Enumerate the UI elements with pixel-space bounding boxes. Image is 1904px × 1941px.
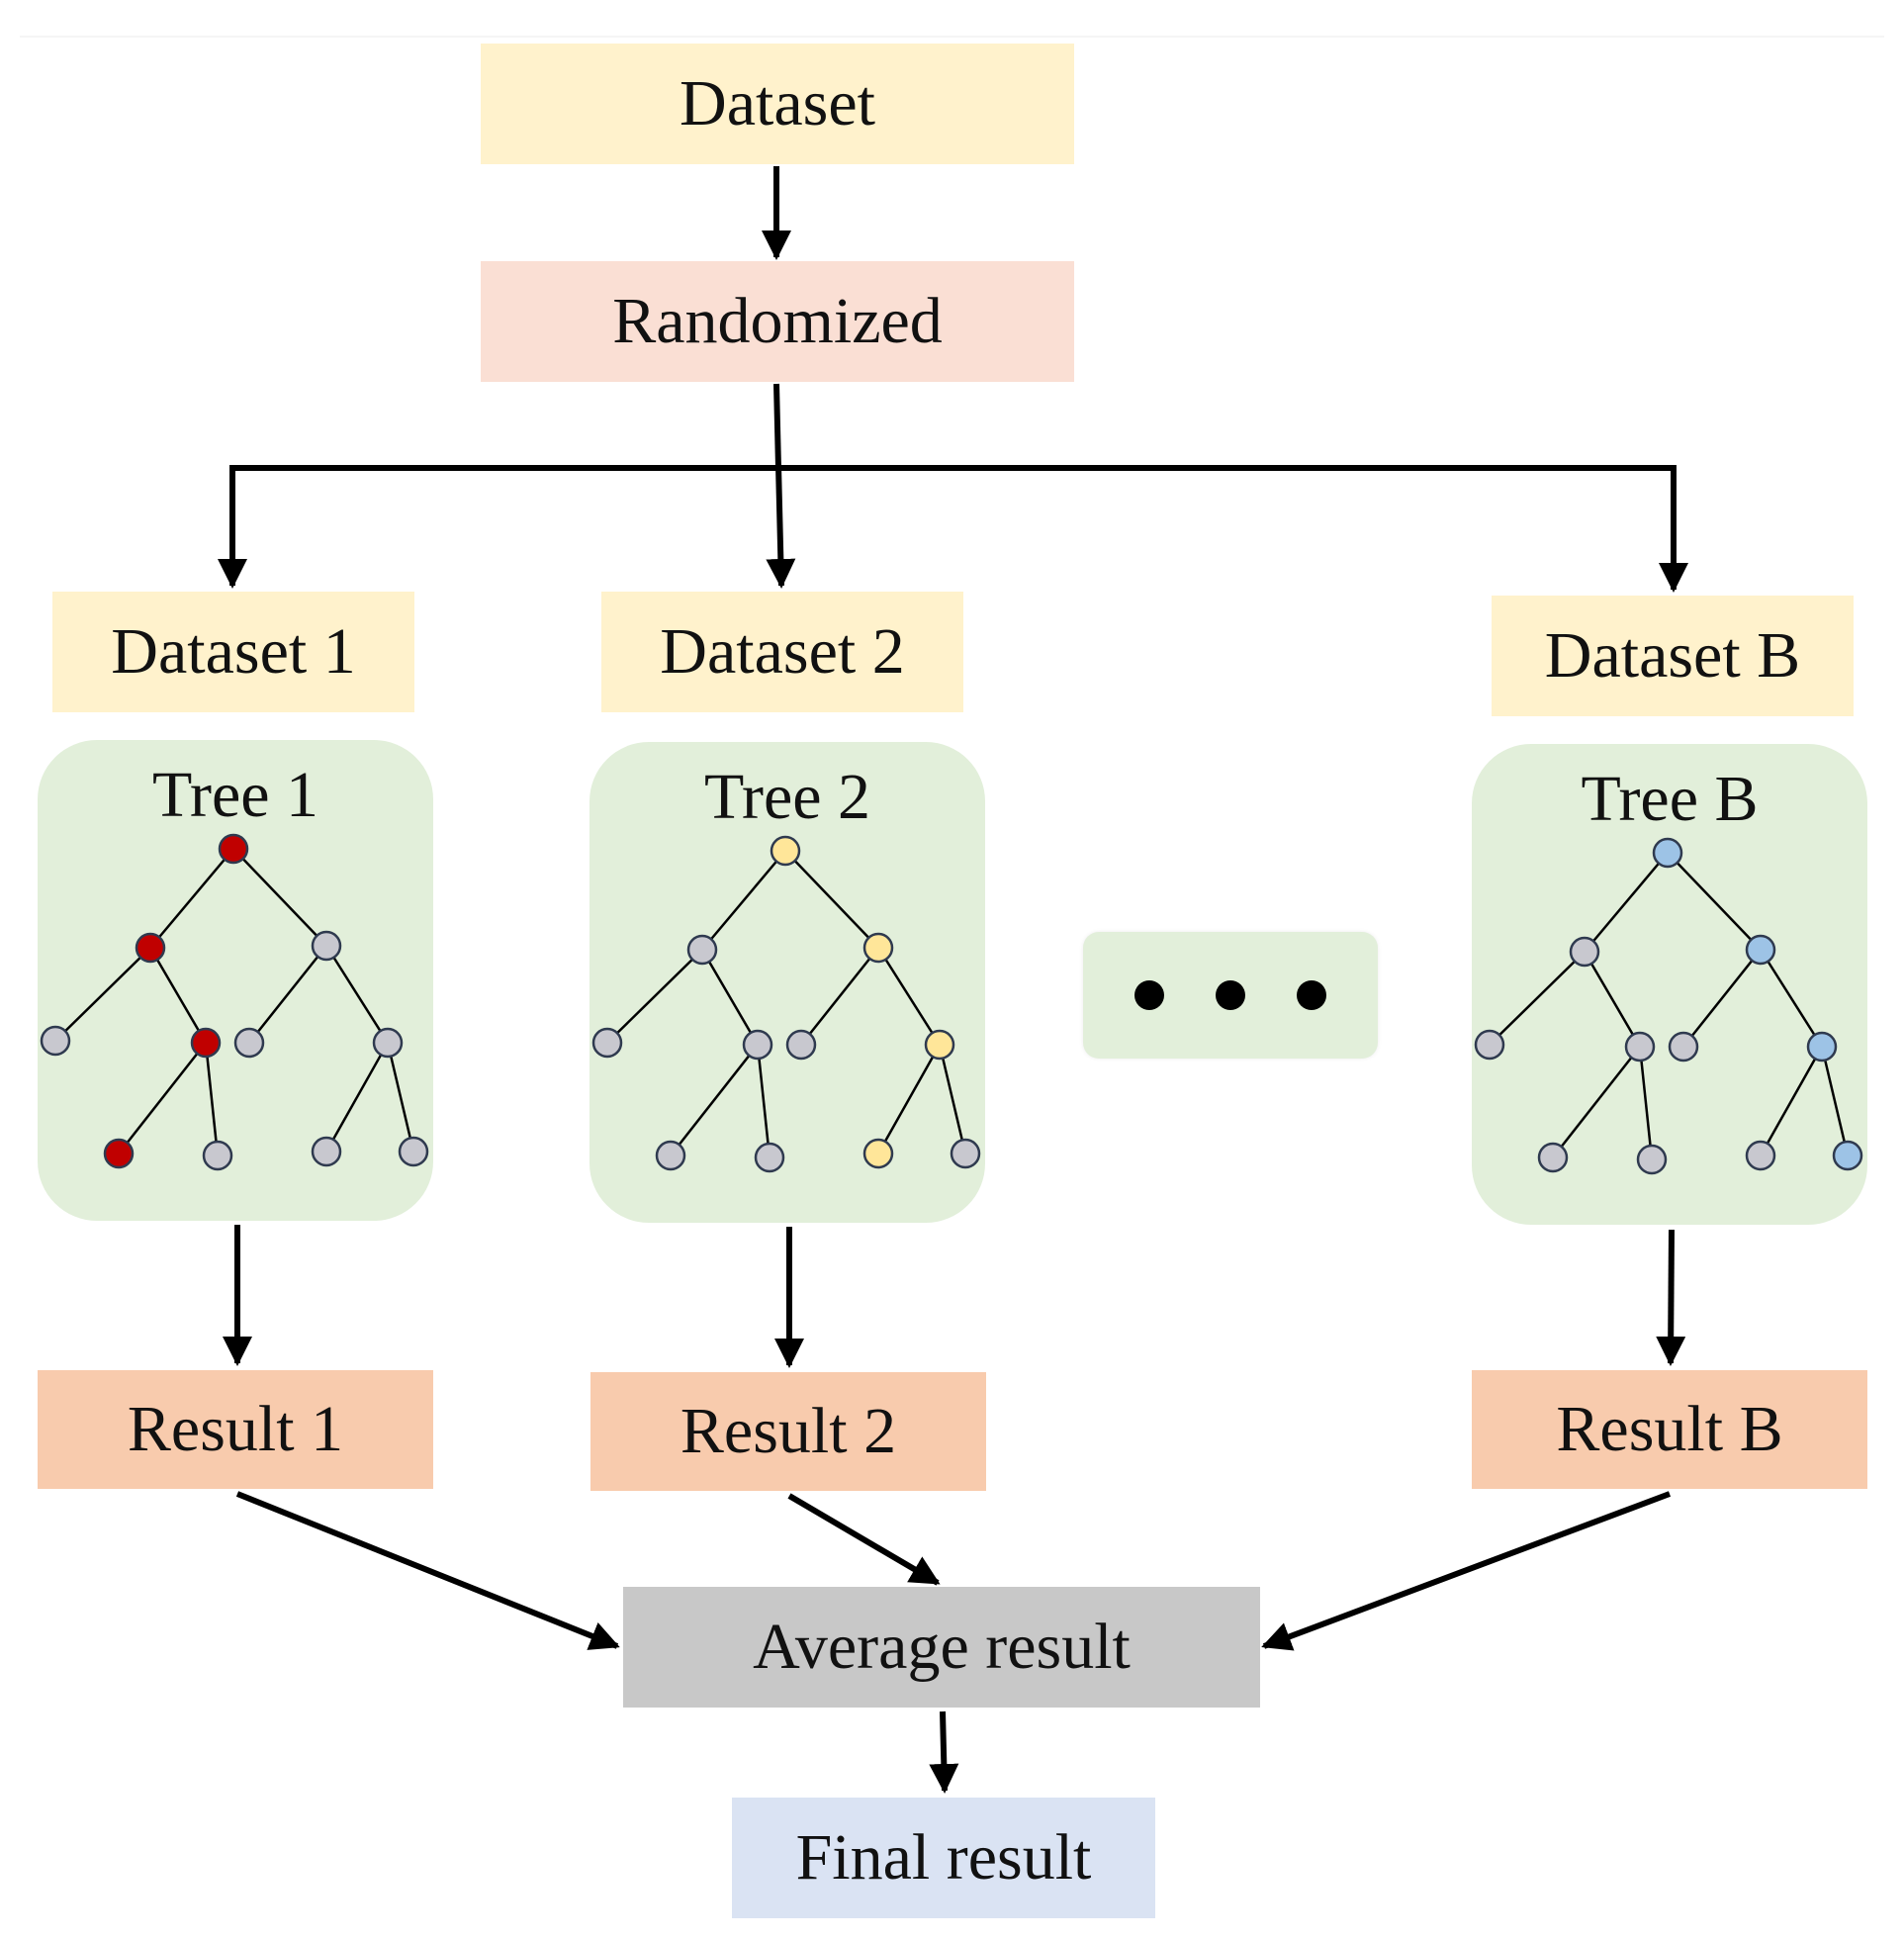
ellipsis-dot [1216,980,1245,1010]
result-b-box: Result B [1472,1370,1867,1489]
arrow-tree-b-to-result-b [1656,1229,1686,1366]
tree-edge [248,945,327,1044]
tree-node [1537,1142,1569,1173]
tree-edge [876,947,942,1046]
tree-edge [1759,1046,1824,1156]
top-divider [20,36,1884,38]
tree-edge [1489,951,1586,1046]
result-1-box: Result 1 [38,1370,433,1489]
dataset-b-box: Dataset B [1492,596,1854,716]
tree-node-highlighted [103,1138,135,1169]
tree-node-highlighted [1652,837,1683,869]
tree-node [398,1136,429,1167]
tree-1-title: Tree 1 [151,759,319,831]
tree-node-highlighted [1745,934,1776,966]
ellipsis-dot [1134,980,1164,1010]
tree-edge [1682,949,1762,1048]
tree-node-highlighted [218,833,249,865]
tree-node-highlighted [190,1027,222,1059]
tree-node [202,1140,233,1171]
dataset-1-box: Dataset 1 [52,592,414,712]
ellipsis-panel [1083,932,1378,1059]
tree-node [1636,1144,1668,1175]
tree-node-highlighted [1832,1140,1863,1171]
tree-edge [386,1042,415,1153]
average-result-box: Average result [623,1587,1260,1708]
tree-node [40,1025,71,1057]
tree-panel-1: Tree 1 [38,740,433,1221]
tree-edge [800,947,879,1046]
tree-edge [232,848,327,947]
result-2-box: Result 2 [590,1372,986,1491]
ellipsis-dot [1297,980,1326,1010]
arrow-to-dataset-2 [766,464,796,589]
tree-edge [784,850,879,949]
tree-node-highlighted [862,932,894,964]
tree-node [742,1029,773,1061]
arrow-average-to-final [929,1710,959,1794]
tree-2-graph [591,835,981,1173]
final-result-box: Final result [732,1798,1155,1918]
arrow-result-2-to-average [787,1493,941,1586]
tree-node [1569,936,1600,968]
tree-edge [701,850,786,951]
dataset-2-box: Dataset 2 [601,592,963,712]
tree-edge [118,1042,207,1155]
tree-node-highlighted [924,1029,955,1061]
tree-2-title: Tree 2 [703,761,871,833]
tree-edge [1820,1046,1850,1156]
tree-edge [670,1044,759,1156]
tree-panel-2: Tree 2 [589,742,985,1223]
arrow-result-b-to-average [1261,1491,1672,1651]
tree-1-graph [40,833,429,1171]
tree-node-highlighted [770,835,801,867]
tree-b-title: Tree B [1581,763,1759,835]
tree-node [1474,1029,1505,1061]
tree-panel-b: Tree B [1472,744,1867,1225]
tree-node-highlighted [862,1138,894,1169]
tree-edge [876,1044,942,1155]
tree-edge [1759,949,1824,1048]
randomized-box: Randomized [481,261,1074,382]
tree-edge [1584,852,1669,953]
tree-node-highlighted [1806,1031,1838,1063]
tree-edge [756,1044,771,1158]
tree-node [655,1140,686,1171]
tree-node [1745,1140,1776,1171]
tree-b-graph [1474,837,1863,1175]
tree-node-highlighted [135,932,166,964]
tree-node [686,934,718,966]
tree-edge [324,945,390,1044]
tree-edge [700,949,760,1046]
tree-edge [324,1042,390,1153]
tree-edge [1552,1046,1641,1158]
tree-edge [204,1042,220,1156]
tree-node [591,1027,623,1059]
tree-node [1624,1031,1656,1063]
tree-edge [148,947,208,1044]
arrow-result-1-to-average [235,1491,620,1650]
tree-node [785,1029,817,1061]
tree-node [950,1138,981,1169]
tree-edge [149,848,234,949]
tree-edge [54,947,151,1042]
tree-node [372,1027,404,1059]
tree-node [754,1142,785,1173]
tree-edge [938,1044,967,1155]
tree-edge [606,949,703,1044]
tree-edge [1667,852,1762,951]
tree-node [233,1027,265,1059]
stem-randomized [773,383,781,469]
tree-node [1668,1031,1699,1063]
tree-edge [1638,1046,1654,1160]
tree-edge [1583,951,1642,1048]
dataset-box: Dataset [481,44,1074,164]
tree-node [311,1136,342,1167]
tree-node [311,930,342,962]
